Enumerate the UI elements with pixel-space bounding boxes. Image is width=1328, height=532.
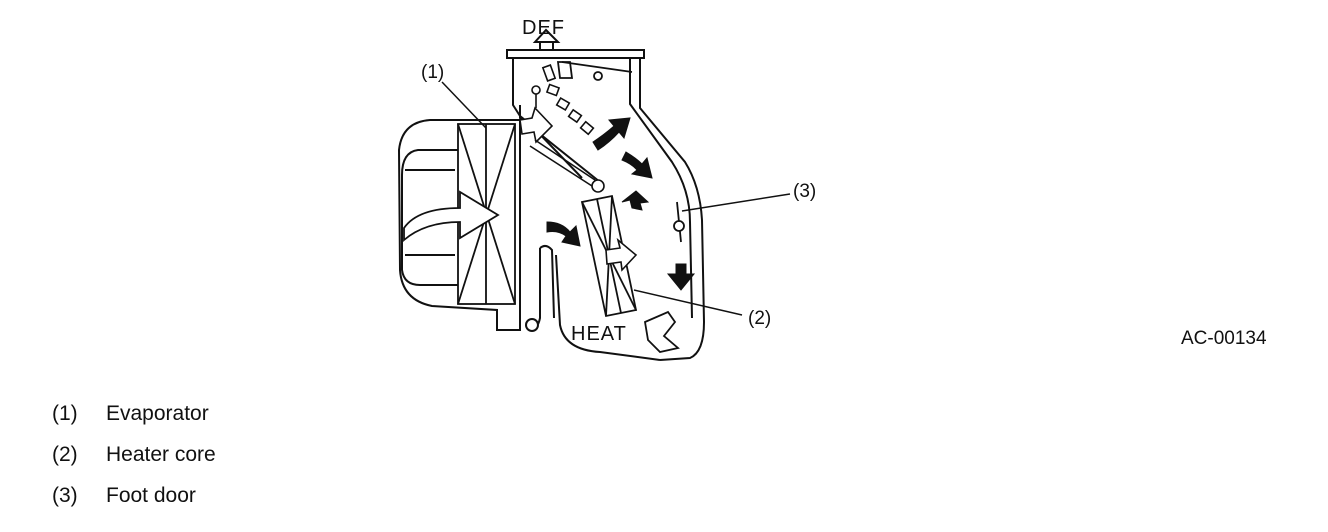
figure-id: AC-00134 bbox=[1181, 328, 1267, 349]
legend-text: Foot door bbox=[106, 484, 196, 507]
air-mix-linkage bbox=[529, 139, 605, 193]
evaporator-outlet-arrow bbox=[519, 106, 554, 144]
intake-air-arrow bbox=[403, 190, 500, 242]
heater-unit-housing bbox=[512, 55, 706, 361]
mix-door-positions bbox=[531, 64, 595, 136]
callout-3: (3) bbox=[793, 181, 816, 202]
heat-outlet bbox=[643, 310, 680, 353]
blower-housing bbox=[397, 119, 521, 331]
def-door bbox=[556, 61, 633, 81]
callout-1: (1) bbox=[421, 62, 444, 83]
leader-lines bbox=[441, 81, 791, 316]
legend-text: Evaporator bbox=[106, 402, 209, 425]
callout-2: (2) bbox=[748, 308, 771, 329]
airflow-arrows bbox=[546, 117, 696, 291]
heat-label: HEAT bbox=[571, 323, 627, 345]
legend-text: Heater core bbox=[106, 443, 216, 466]
def-outlet bbox=[506, 28, 645, 59]
legend-number: (1) bbox=[52, 402, 78, 425]
heater-core-airflow-arrow bbox=[605, 237, 638, 272]
foot-door bbox=[673, 201, 685, 243]
legend-number: (2) bbox=[52, 443, 78, 466]
def-label: DEF bbox=[522, 17, 565, 39]
legend-number: (3) bbox=[52, 484, 78, 507]
